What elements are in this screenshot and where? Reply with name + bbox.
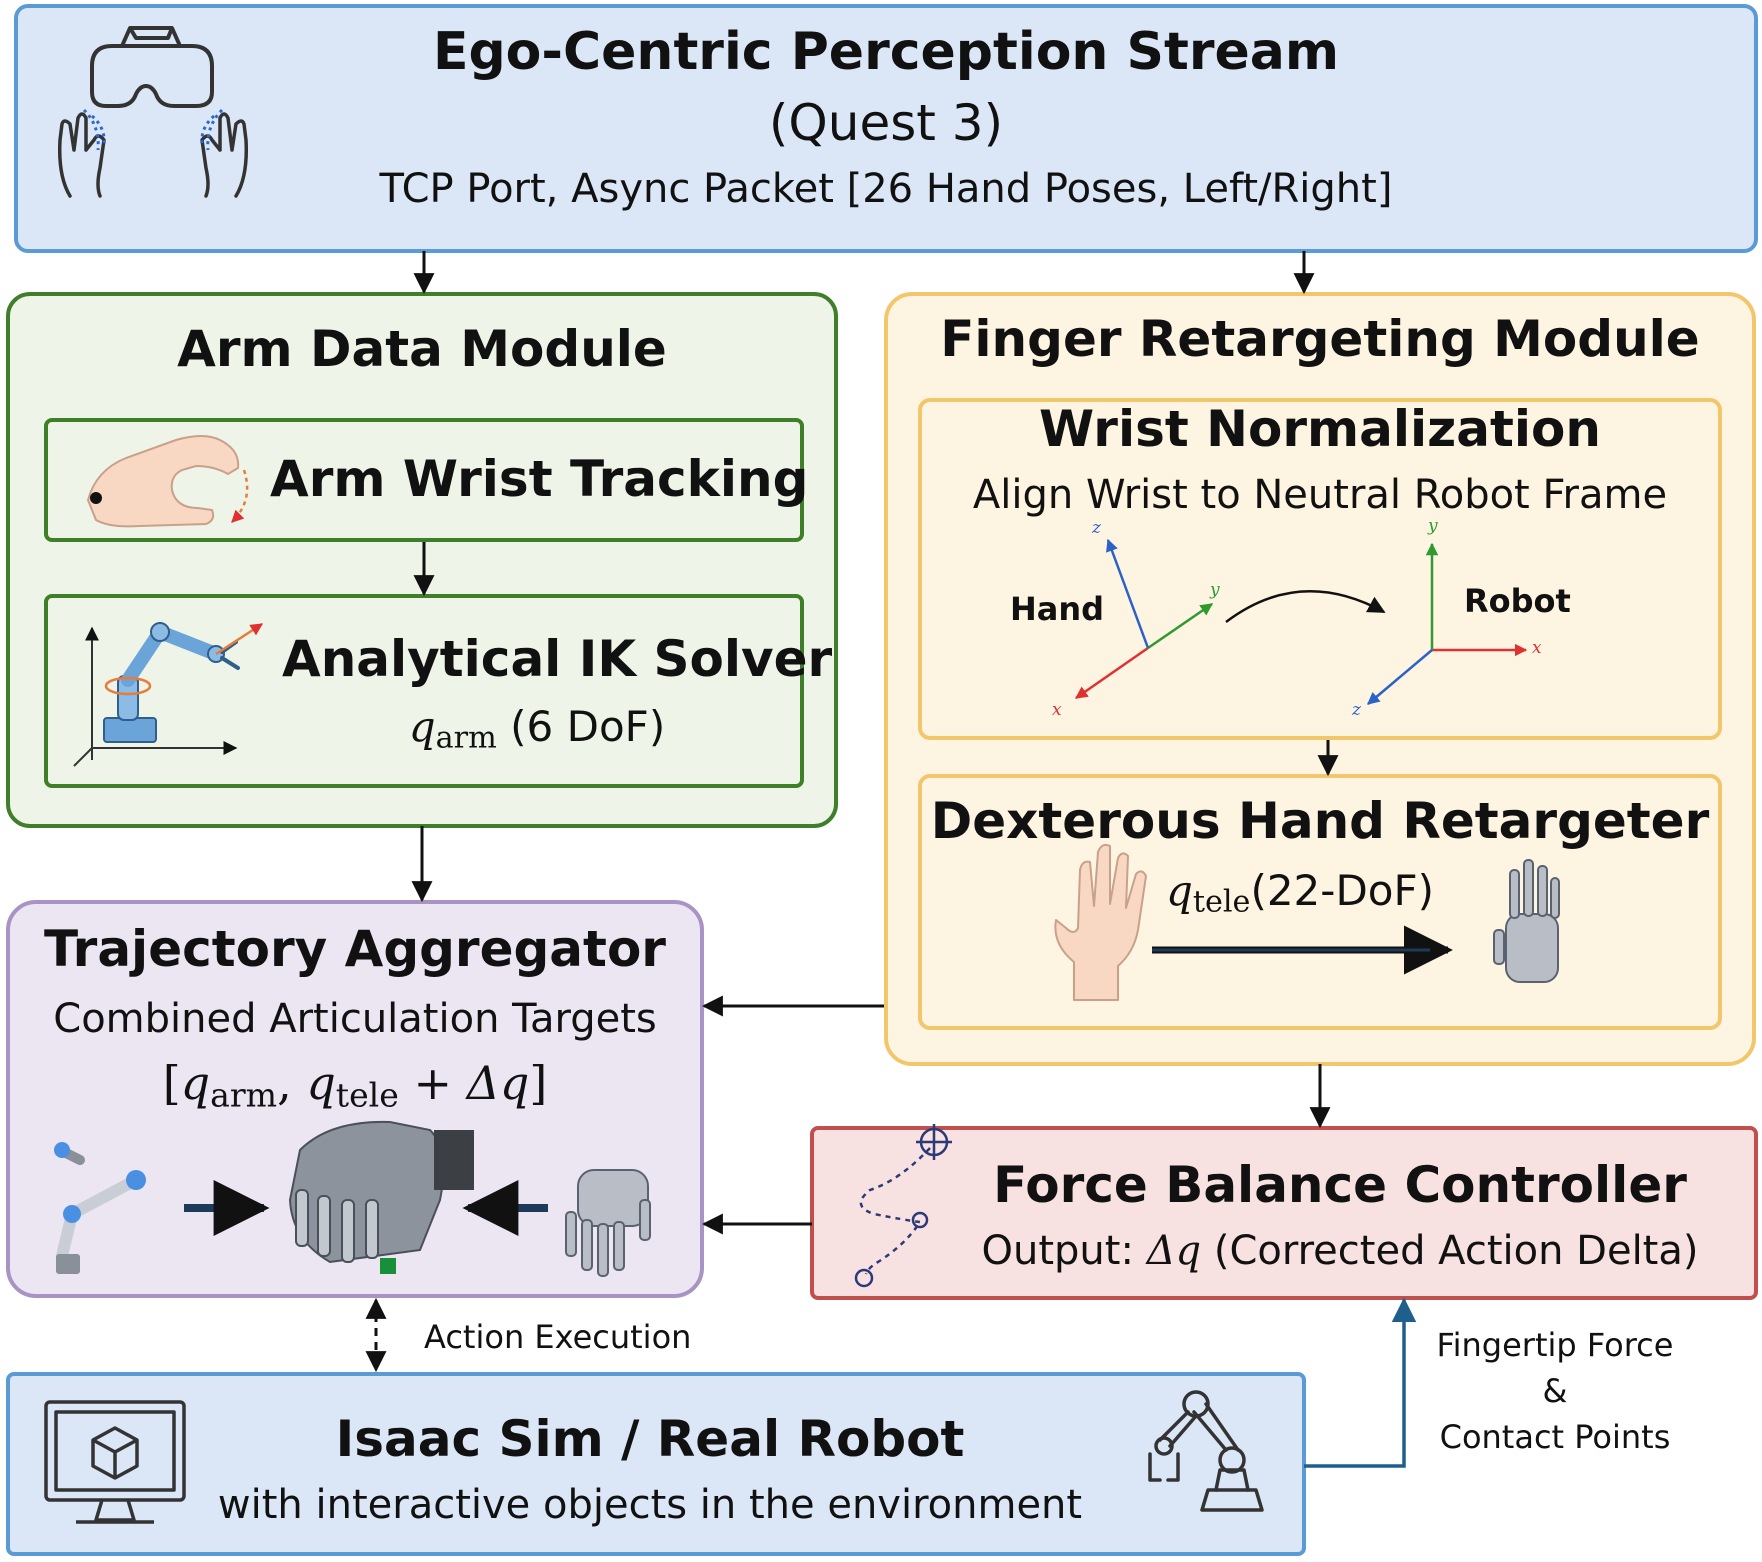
robot-frame-label: Robot [1464, 582, 1571, 620]
ik-var: q [408, 702, 436, 751]
transform-arrow [1225, 590, 1386, 623]
robot-arm-axes-icon [73, 622, 264, 767]
sim-subtitle: with interactive objects in the environm… [217, 1482, 1083, 1528]
robot-axis-x-label: x [1532, 638, 1542, 658]
aggregator-title: Trajectory Aggregator [44, 920, 666, 978]
hand-axis-y-label: y [1210, 580, 1220, 600]
formula-open-bracket: [ [162, 1056, 181, 1110]
robot-frame-axes [1367, 542, 1528, 705]
arrow-feedback-force [1304, 1297, 1417, 1468]
ampersand-label: & [1542, 1372, 1568, 1410]
ik-dof: (6 DoF) [510, 702, 666, 751]
wrist-normalization-title: Wrist Normalization [1039, 400, 1601, 458]
finger-module-title: Finger Retargeting Module [940, 310, 1700, 368]
formula-comma: , [277, 1056, 292, 1110]
robot-hand-small-icon [565, 1169, 651, 1277]
left-hand-outline-icon [57, 112, 106, 198]
perception-subtitle: (Quest 3) [768, 94, 1004, 152]
retargeter-output: qtele(22-DoF) [1140, 866, 1460, 920]
force-controller-output: Output: Δq (Corrected Action Delta) [960, 1228, 1720, 1274]
human-hand-icon [1054, 843, 1147, 1001]
ik-solver-output: qarm (6 DoF) [282, 702, 792, 756]
hand-axis-z-label: z [1092, 518, 1101, 538]
hand-axis-x-label: x [1052, 700, 1062, 720]
hand-frame-axes [1074, 538, 1214, 700]
robot-hand-icon [1493, 859, 1560, 983]
hand-frame-label: Hand [1010, 590, 1105, 628]
sim-box [6, 1372, 1306, 1556]
ik-solver-label: Analytical IK Solver [282, 630, 833, 688]
perception-title: Ego-Centric Perception Stream [432, 22, 1340, 82]
robot-axis-y-label: y [1428, 516, 1438, 536]
retargeter-var: q [1165, 866, 1193, 915]
aggregator-subtitle: Combined Articulation Targets [53, 996, 657, 1042]
formula-delta-q: Δq [466, 1056, 530, 1110]
formula-tele-sub: tele [335, 1075, 399, 1115]
trajectory-target-icon [854, 1124, 952, 1288]
right-hand-outline-icon [200, 112, 249, 198]
formula-q-tele: q [306, 1056, 336, 1110]
arm-module-title: Arm Data Module [177, 320, 667, 378]
fingertip-force-label: Fingertip Force [1436, 1326, 1674, 1364]
ik-var-sub: arm [435, 720, 497, 756]
force-output-suffix: (Corrected Action Delta) [1201, 1228, 1699, 1274]
ur-arm-icon [54, 1142, 146, 1274]
action-execution-label: Action Execution [424, 1318, 692, 1356]
tracking-signal-icon [82, 108, 224, 151]
force-controller-title: Force Balance Controller [993, 1156, 1687, 1214]
force-output-prefix: Output: [981, 1228, 1147, 1274]
wrist-normalization-subtitle: Align Wrist to Neutral Robot Frame [972, 472, 1668, 518]
retargeter-title: Dexterous Hand Retargeter [930, 792, 1710, 850]
contact-points-label: Contact Points [1439, 1418, 1671, 1456]
vr-headset-icon [90, 26, 214, 108]
force-controller-box [810, 1126, 1758, 1300]
perception-detail: TCP Port, Async Packet [26 Hand Poses, L… [379, 166, 1393, 212]
robot-axis-z-label: z [1352, 700, 1361, 720]
retargeter-dof: (22-DoF) [1250, 866, 1435, 915]
aggregator-formula: [qarm, qtele + Δq] [8, 1056, 702, 1114]
formula-q-arm: q [180, 1056, 211, 1110]
pinch-hand-icon [86, 435, 249, 528]
formula-close-bracket: ] [529, 1056, 548, 1110]
sim-title: Isaac Sim / Real Robot [335, 1410, 965, 1468]
perception-box [14, 4, 1758, 253]
formula-plus: + [413, 1056, 453, 1110]
formula-arm-sub: arm [210, 1075, 278, 1115]
aggregator-box [6, 900, 704, 1298]
retargeter-var-sub: tele [1192, 884, 1251, 920]
monitor-cube-icon [44, 1400, 186, 1524]
arm-wrist-tracking-label: Arm Wrist Tracking [270, 450, 809, 508]
force-output-var: Δq [1146, 1228, 1202, 1274]
industrial-robot-icon [1148, 1390, 1264, 1512]
